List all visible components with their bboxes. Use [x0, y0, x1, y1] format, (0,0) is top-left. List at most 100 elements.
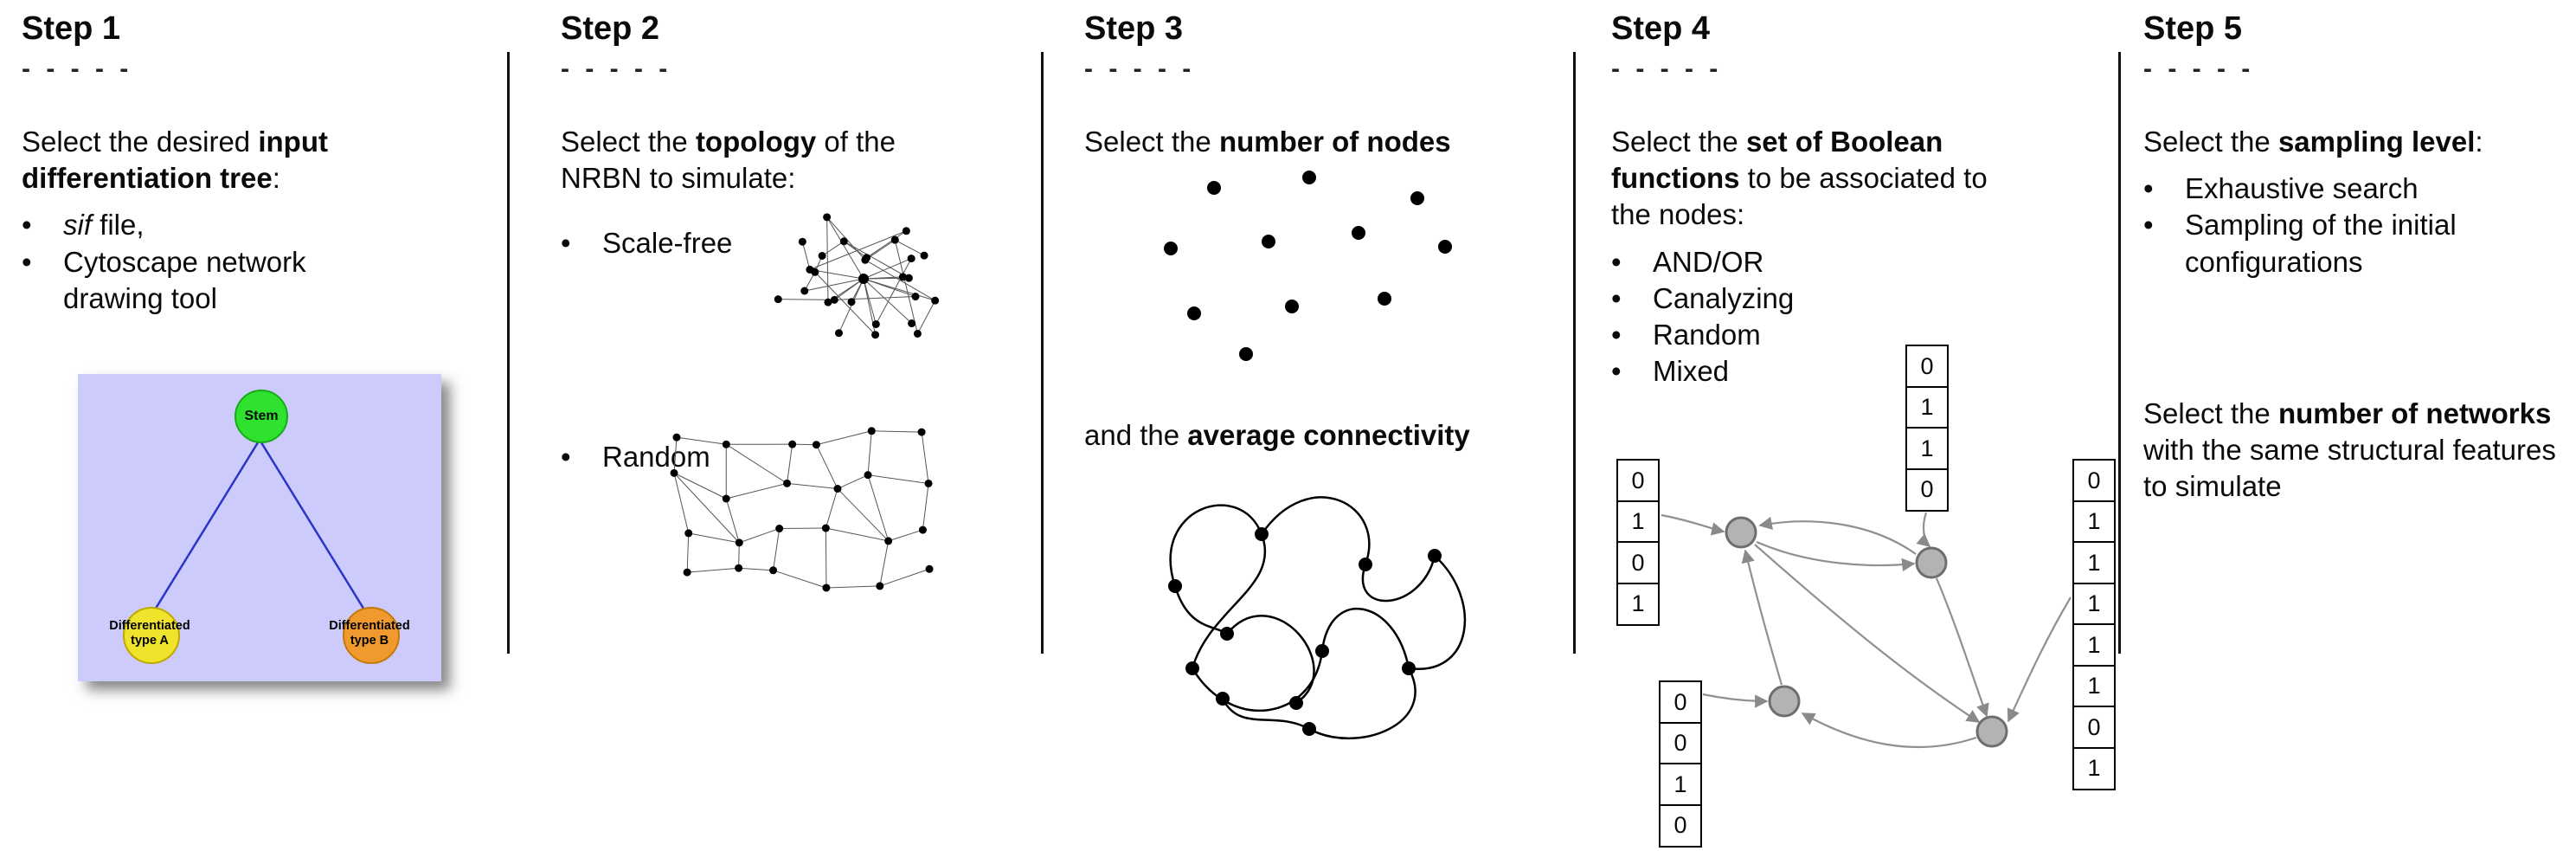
list-item: • Random: [1611, 317, 2130, 353]
dash-separator: - - - - -: [1611, 55, 1723, 83]
stem-node: Stem: [234, 390, 288, 443]
text-fragment: of the NRBN to simulate:: [561, 126, 896, 195]
bullet-marker: •: [1611, 281, 1622, 314]
table-cell: 1: [1616, 500, 1660, 544]
text-fragment: Select the: [1611, 126, 1746, 158]
bullet-marker: •: [22, 209, 32, 242]
list-item-label: Mixed: [1653, 355, 1730, 388]
column-divider: [1041, 52, 1044, 654]
step-title: Step 4: [1611, 10, 1711, 47]
step4-instruction: Select the set of Boolean functions to b…: [1611, 124, 2027, 234]
list-item: • Canalyzing: [1611, 280, 2130, 317]
step-title: Step 1: [22, 10, 121, 47]
list-item: • Exhaustive search: [2143, 171, 2576, 207]
text-fragment: :: [2475, 126, 2483, 158]
table-cell: 0: [1616, 459, 1660, 502]
step-3-panel: Step 3 - - - - - Select the number of no…: [1084, 10, 1573, 740]
text-fragment: Select the desired: [22, 126, 259, 158]
text-fragment-bold: sampling level: [2277, 126, 2476, 158]
text-fragment-bold: topology: [695, 126, 817, 158]
list-item: • sif file,: [22, 207, 511, 243]
column-divider: [507, 52, 510, 654]
bullet-marker: •: [2143, 209, 2154, 242]
differentiated-type-b-node: [343, 607, 400, 664]
list-item: • AND/OR: [1611, 244, 2130, 280]
step3-instruction-nodes: Select the number of nodes: [1084, 124, 1573, 160]
bullet-marker: •: [1611, 355, 1622, 388]
network-node: [1975, 715, 2008, 748]
table-cell: 1: [2072, 664, 2116, 708]
column-divider: [1573, 52, 1576, 654]
dash-separator: - - - - -: [22, 55, 133, 83]
table-cell: 0: [1659, 680, 1702, 724]
boolean-network-graphic: [1661, 512, 2072, 749]
text-fragment: Select the: [2143, 126, 2278, 158]
differentiated-type-a-node: [123, 607, 180, 664]
text-fragment: to be associated to the nodes:: [1611, 162, 1988, 231]
step2-instruction: Select the topology of the NRBN to simul…: [561, 124, 967, 197]
type-b-label: Differentiated type B: [329, 619, 410, 648]
boolean-table-right: 0 1 1 1 1 1 0 1: [2072, 459, 2116, 790]
bullet-marker: •: [22, 245, 32, 278]
tree-edges-graphic: [148, 439, 371, 619]
text-fragment: Select the: [2143, 397, 2278, 429]
step-5-panel: Step 5 - - - - - Select the sampling lev…: [2143, 10, 2576, 502]
differentiation-tree-graphic: Stem Differentiated type A Differentiate…: [78, 374, 441, 681]
text-fragment: :: [272, 162, 280, 195]
text-fragment-italic: sif: [63, 209, 92, 242]
scattered-nodes-graphic: [1164, 171, 1452, 361]
text-fragment: Select the: [1084, 126, 1219, 158]
text-fragment: and the: [1084, 419, 1188, 451]
bullet-marker: •: [561, 227, 571, 259]
dash-separator: - - - - -: [2143, 55, 2255, 83]
list-item-label: Cytoscape network drawing tool: [63, 245, 306, 314]
text-fragment: with the same structural features to sim…: [2143, 434, 2556, 503]
text-fragment-bold: number of nodes: [1218, 126, 1451, 158]
step-title: Step 3: [1084, 10, 1184, 47]
sampling-options-list: • Exhaustive search • Sampling of the in…: [2143, 171, 2576, 280]
network-node: [1915, 546, 1948, 579]
list-item: • Sampling of the initial configurations: [2143, 207, 2576, 280]
scale-free-network-graphic: [774, 213, 940, 339]
list-item-label: sif file,: [63, 207, 511, 243]
column-divider: [2118, 52, 2121, 654]
table-cell: 1: [2072, 500, 2116, 544]
step-1-panel: Step 1 - - - - - Select the desired inpu…: [22, 10, 511, 681]
text-fragment-bold: input differentiation tree: [22, 126, 328, 195]
table-cell: 1: [1905, 427, 1949, 470]
step-title: Step 2: [561, 10, 660, 47]
table-cell: 1: [1905, 385, 1949, 429]
network-node: [1725, 516, 1757, 549]
boolean-function-list: • AND/OR • Canalyzing • Random • Mixed: [1611, 244, 2130, 390]
list-item-label: Sampling of the initial configurations: [2185, 209, 2457, 278]
list-item-label: Exhaustive search: [2185, 172, 2419, 205]
boolean-table-top: 0 1 1 0: [1905, 345, 1949, 512]
step5-instruction-sampling: Select the sampling level:: [2143, 124, 2559, 160]
list-item-label: Random: [602, 441, 710, 473]
table-cell: 1: [2072, 623, 2116, 667]
bullet-marker: •: [2143, 172, 2154, 205]
table-cell: 0: [2072, 459, 2116, 502]
dash-separator: - - - - -: [561, 55, 672, 83]
table-cell: 1: [2072, 746, 2116, 790]
list-item: • Cytoscape network drawing tool: [22, 244, 511, 317]
list-item: • Scale-free: [561, 225, 786, 261]
step1-instruction: Select the desired input differentiation…: [22, 124, 437, 197]
list-item-label: Scale-free: [602, 227, 733, 259]
list-item: • Mixed: [1611, 353, 2130, 390]
table-cell: 0: [1905, 345, 1949, 388]
text-fragment: Select the: [561, 126, 696, 158]
bullet-marker: •: [1611, 319, 1622, 351]
table-cell: 0: [2072, 706, 2116, 749]
text-fragment-bold: average connectivity: [1187, 419, 1470, 451]
boolean-table-left: 0 1 0 1: [1616, 459, 1660, 626]
network-node: [1768, 685, 1801, 718]
step5-instruction-networks: Select the number of networks with the s…: [2143, 396, 2567, 506]
list-item-label: Canalyzing: [1653, 281, 1795, 314]
table-cell: 1: [1616, 582, 1660, 626]
list-item-label: AND/OR: [1653, 245, 1764, 278]
list-item-label: Random: [1653, 319, 1761, 351]
table-cell: 0: [1905, 467, 1949, 512]
table-cell: 1: [2072, 582, 2116, 626]
